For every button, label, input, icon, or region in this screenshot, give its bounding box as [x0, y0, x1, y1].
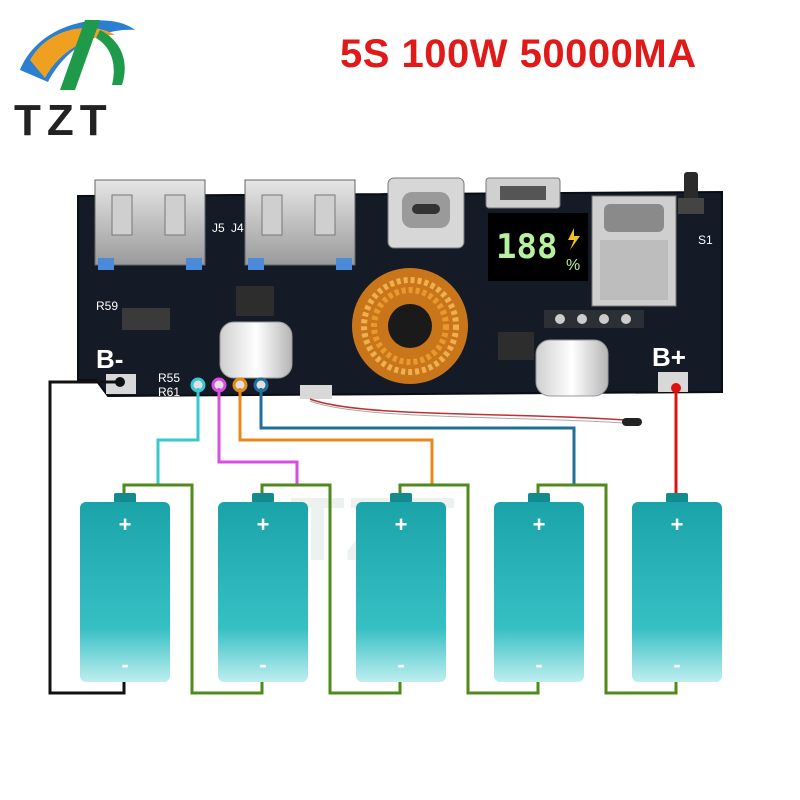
battery-minus-label: -	[397, 652, 404, 677]
ic-chip	[498, 332, 534, 360]
battery-cell: +-	[632, 493, 722, 682]
display-unit: %	[566, 257, 580, 274]
ntc-pad	[300, 385, 332, 399]
pad	[599, 314, 609, 324]
battery-cell: +-	[80, 493, 170, 682]
ntc-wire	[309, 400, 625, 424]
label-r61: R61	[158, 385, 180, 399]
battery-cell: +-	[356, 493, 446, 682]
smd-resistor-array	[122, 308, 170, 330]
battery-body	[218, 502, 308, 682]
usb-c-port[interactable]	[387, 177, 465, 249]
battery-minus-label: -	[121, 652, 128, 677]
usb-a-port[interactable]	[94, 179, 206, 270]
power-switch[interactable]	[678, 172, 704, 214]
brand-name: TZT	[14, 96, 113, 145]
pad	[621, 314, 631, 324]
balance-tap-2	[217, 388, 299, 485]
balance-tap-4	[259, 388, 576, 485]
battery-plus-label: +	[533, 512, 546, 537]
display-digits: 188	[496, 227, 557, 267]
ntc-wire	[309, 398, 625, 421]
battery-cell: +-	[494, 493, 584, 682]
battery-minus-label: -	[535, 652, 542, 677]
battery-terminal	[390, 493, 412, 503]
battery-pack: +-+-+-+-+-	[80, 493, 722, 682]
series-link-2	[260, 483, 402, 695]
label-s1: S1	[698, 233, 713, 247]
battery-plus-label: +	[671, 512, 684, 537]
wire-joint	[671, 383, 681, 393]
ntc-thermistor	[622, 418, 642, 426]
wires	[48, 380, 678, 695]
battery-plus-label: +	[257, 512, 270, 537]
label-j5: J5	[212, 221, 225, 235]
battery-plus-label: +	[395, 512, 408, 537]
battery-plus-label: +	[119, 512, 132, 537]
b-minus-wire	[48, 380, 126, 695]
inductor-coil	[352, 268, 468, 384]
battery-body	[80, 502, 170, 682]
battery-terminal	[528, 493, 550, 503]
pad	[555, 314, 565, 324]
label-b-minus: B-	[96, 344, 123, 374]
lcd-display: 188 %	[488, 213, 588, 281]
pad	[577, 314, 587, 324]
usb-a-port[interactable]	[244, 179, 356, 270]
battery-body	[494, 502, 584, 682]
micro-usb-port[interactable]	[485, 177, 561, 209]
capacitor	[535, 339, 609, 397]
battery-cell: +-	[218, 493, 308, 682]
header-pads	[544, 310, 644, 328]
series-link-4	[536, 483, 678, 695]
lightning-port[interactable]	[591, 195, 677, 307]
label-r55: R55	[158, 371, 180, 385]
balance-tap-3	[238, 388, 434, 485]
label-b-plus: B+	[652, 342, 686, 372]
battery-terminal	[252, 493, 274, 503]
page-title: 5S 100W 50000MA	[340, 32, 697, 76]
label-j4: J4	[231, 221, 244, 235]
battery-minus-label: -	[259, 652, 266, 677]
battery-body	[632, 502, 722, 682]
label-r59: R59	[96, 299, 118, 313]
capacitor	[219, 321, 293, 379]
battery-body	[356, 502, 446, 682]
series-link-1	[122, 483, 264, 695]
tzt-logo	[20, 20, 135, 90]
balance-tap-1	[156, 388, 200, 485]
battery-terminal	[114, 493, 136, 503]
series-link-3	[398, 483, 540, 695]
battery-terminal	[666, 493, 688, 503]
wire-joint	[115, 377, 125, 387]
ic-chip	[236, 286, 274, 316]
lightning-icon	[568, 228, 580, 250]
battery-minus-label: -	[673, 652, 680, 677]
pcb-board: 188 %	[77, 172, 723, 426]
